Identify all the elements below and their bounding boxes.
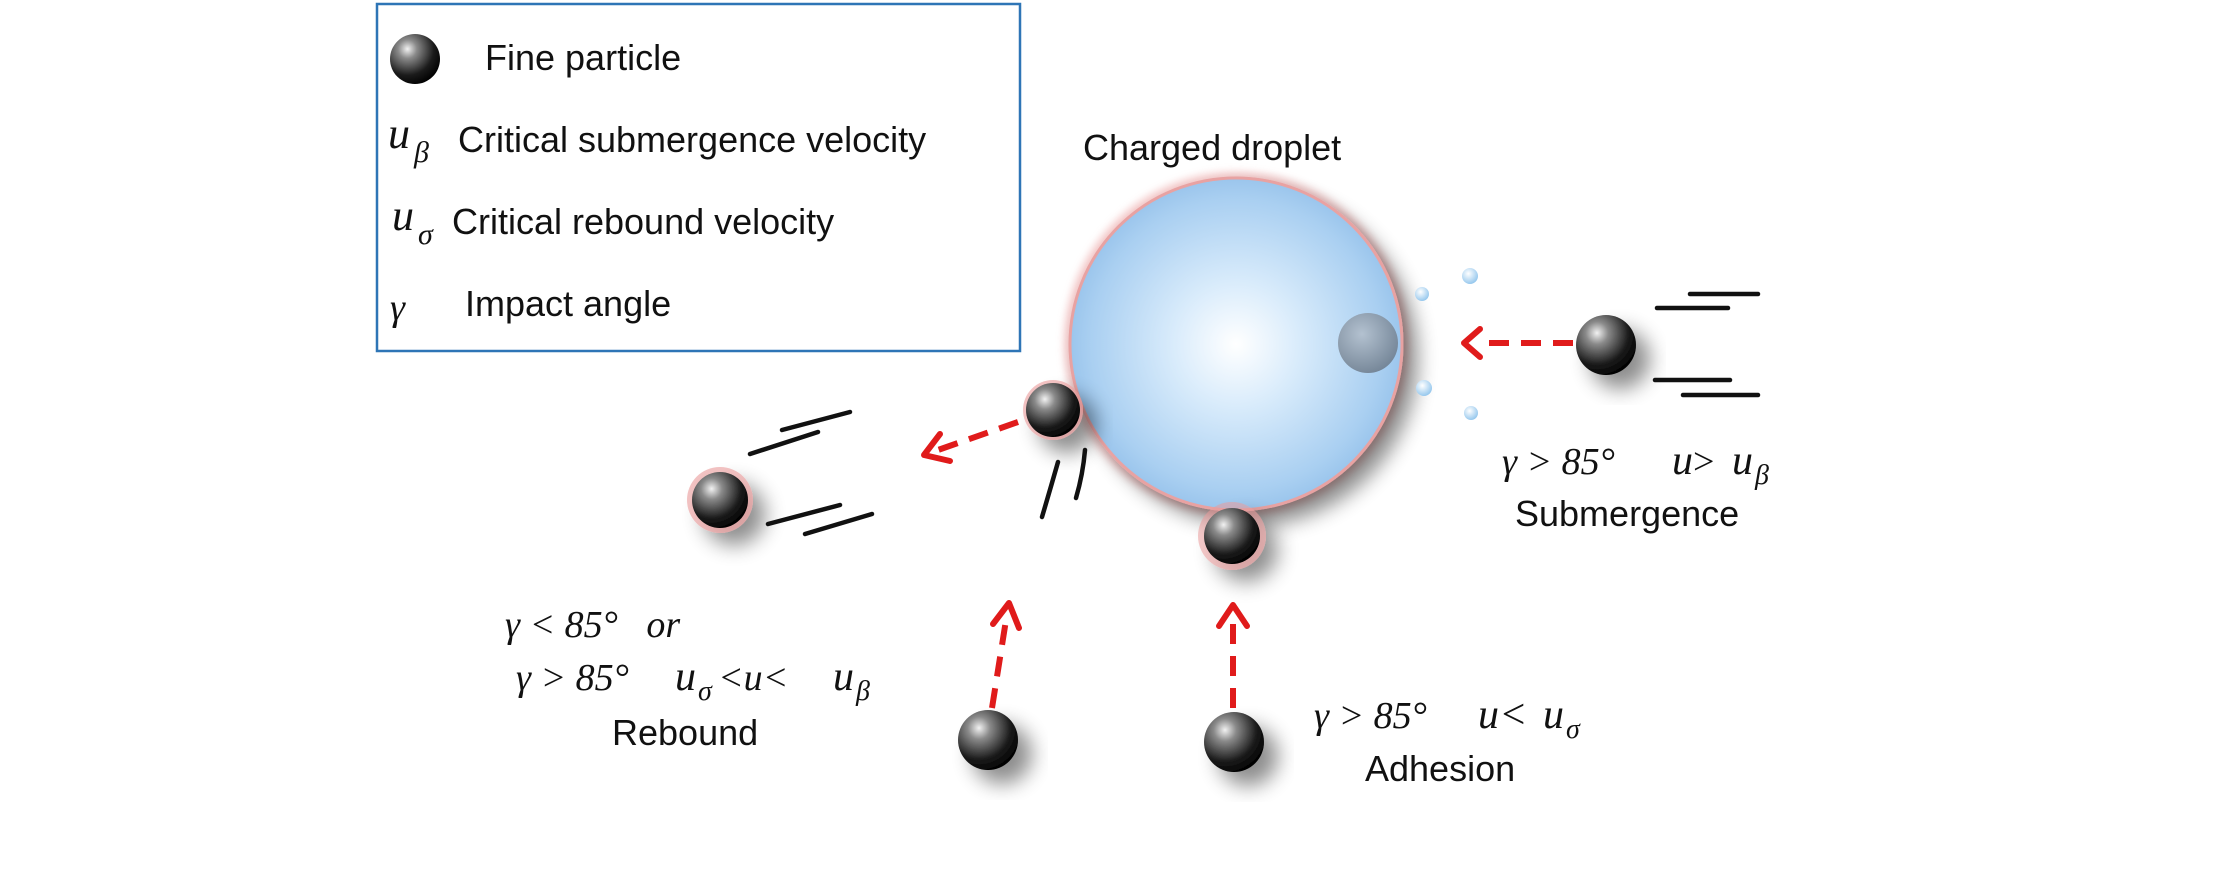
legend-impact-angle-label: Impact angle bbox=[465, 283, 671, 324]
splash-bubbles bbox=[1415, 268, 1478, 420]
legend-u-beta-subscript: β bbox=[413, 136, 429, 169]
submergence-motion-lines bbox=[1652, 291, 1761, 398]
adhesion-arrow bbox=[1216, 602, 1250, 708]
adhesion-condition-u: u< bbox=[1478, 692, 1527, 738]
legend-u-sigma-symbol: u bbox=[392, 191, 414, 240]
rebound-incoming-arrow bbox=[989, 600, 1022, 709]
rebound-incoming-particle bbox=[958, 710, 1018, 770]
droplet-label: Charged droplet bbox=[1083, 127, 1341, 168]
submerged-particle bbox=[1338, 313, 1398, 373]
legend: Fine particle u β Critical submergence v… bbox=[375, 2, 1022, 353]
rebound-motion-lines bbox=[747, 409, 875, 537]
submergence-condition-operator: > bbox=[1693, 441, 1714, 483]
adhesion-condition-usigma-sub: σ bbox=[1566, 714, 1581, 745]
legend-particle-icon bbox=[390, 34, 440, 84]
charged-droplet bbox=[1064, 172, 1408, 516]
legend-rebound-velocity-label: Critical rebound velocity bbox=[452, 201, 834, 242]
submergence-condition-ubeta: u bbox=[1732, 438, 1753, 484]
rebound-condition-line1: γ < 85° or bbox=[505, 604, 680, 646]
rebound-condition-middle: <u< bbox=[718, 657, 788, 699]
rebound-condition-usigma-sub: σ bbox=[698, 676, 713, 707]
rebound-condition-angle: γ > 85° bbox=[516, 657, 629, 699]
rebound-condition-usigma: u bbox=[675, 654, 696, 700]
rebound-particle bbox=[687, 467, 753, 533]
submergence-label: Submergence bbox=[1515, 493, 1739, 534]
rebound-impact-marks bbox=[1039, 447, 1088, 520]
rebound-arrow bbox=[921, 419, 1019, 464]
adhesion-condition-angle: γ > 85° bbox=[1314, 695, 1427, 737]
rebound-contact-particle bbox=[1023, 380, 1083, 440]
legend-fine-particle-label: Fine particle bbox=[485, 37, 681, 78]
adhesion-condition-usigma: u bbox=[1543, 692, 1564, 738]
legend-u-beta-symbol: u bbox=[388, 109, 410, 158]
submergence-condition-angle: γ > 85° bbox=[1502, 441, 1615, 483]
adhesion-label: Adhesion bbox=[1365, 748, 1515, 789]
legend-box bbox=[375, 2, 1022, 353]
legend-u-sigma-subscript: σ bbox=[418, 218, 434, 251]
rebound-condition-ubeta-sub: β bbox=[855, 676, 870, 707]
legend-gamma-symbol: γ bbox=[390, 287, 406, 329]
submergence-condition-u: u bbox=[1672, 438, 1693, 484]
submergence-arrow bbox=[1461, 326, 1573, 360]
legend-submergence-velocity-label: Critical submergence velocity bbox=[458, 119, 926, 160]
submergence-particle bbox=[1576, 315, 1636, 375]
rebound-label: Rebound bbox=[612, 712, 758, 753]
rebound-condition-ubeta: u bbox=[833, 654, 854, 700]
adhered-particle bbox=[1198, 502, 1266, 570]
adhesion-incoming-particle bbox=[1204, 712, 1264, 772]
submergence-condition-ubeta-sub: β bbox=[1754, 460, 1769, 491]
